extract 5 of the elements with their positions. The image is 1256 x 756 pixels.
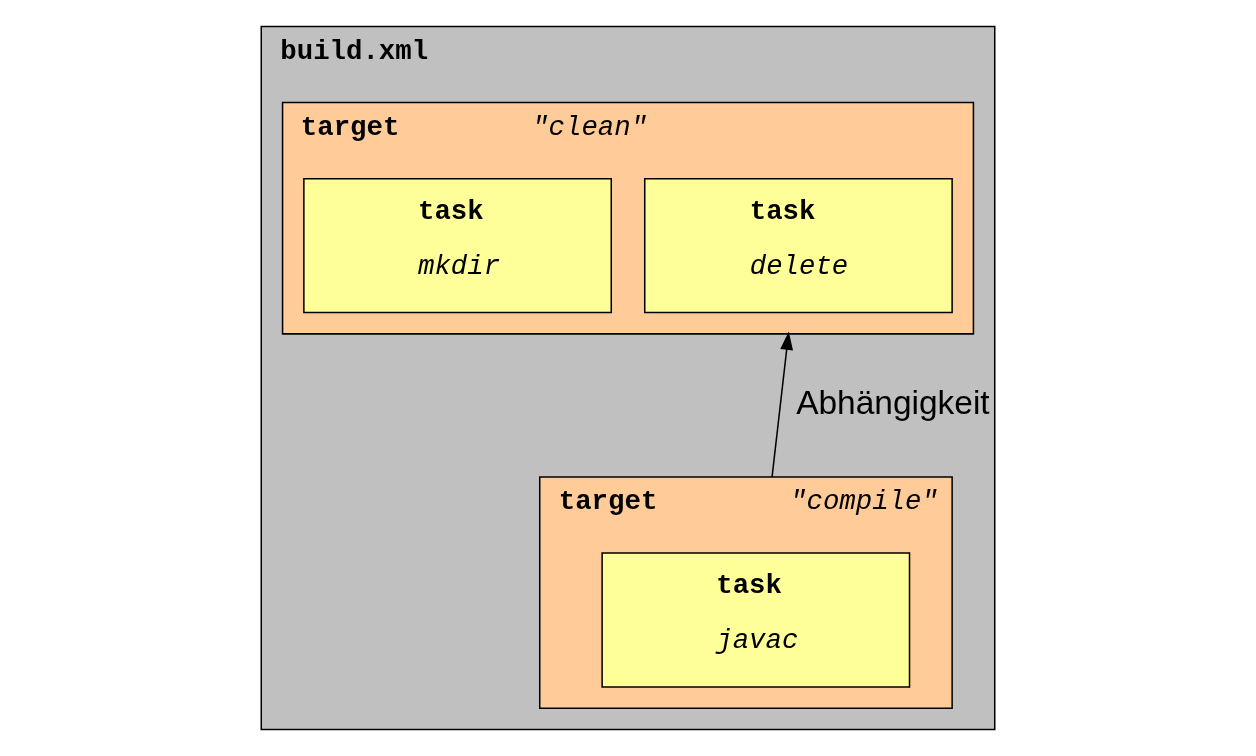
- arrow: [771, 331, 793, 478]
- node-box: task javac: [601, 552, 911, 688]
- node-box: task delete: [644, 177, 953, 314]
- edge-label: Abhängigkeit: [796, 383, 990, 421]
- node-box: task mkdir: [303, 177, 612, 314]
